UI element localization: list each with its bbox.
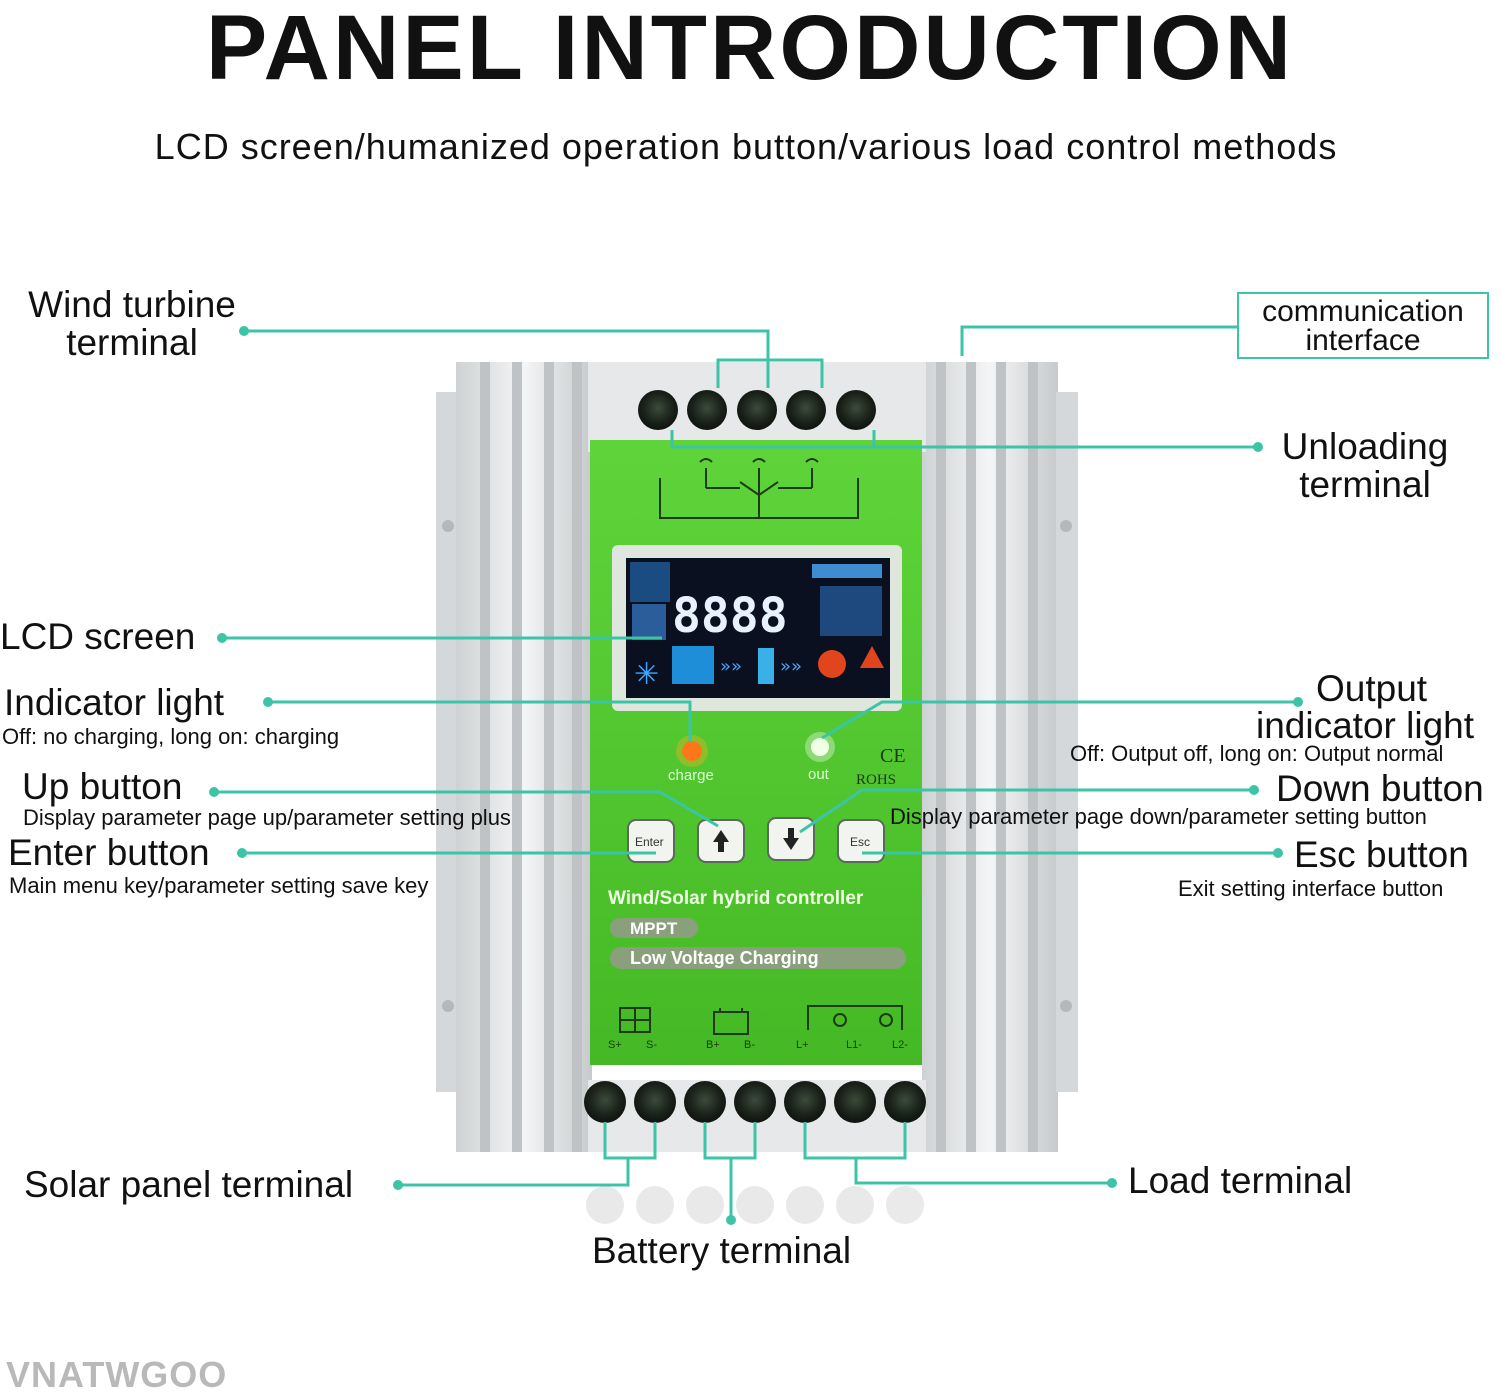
model-line-2: MPPT [630,919,678,938]
up-button-label: Up button [22,766,183,807]
page-subtitle: LCD screen/humanized operation button/va… [154,126,1338,167]
esc-key[interactable]: Esc [837,819,885,863]
esc-button-label: Esc button [1294,834,1469,875]
rohs-mark: ROHS [856,772,896,788]
enter-button-desc: Main menu key/parameter setting save key [9,873,429,898]
load-terminal-label: Load terminal [1128,1160,1353,1201]
wind-turbine-leader [244,329,770,388]
terminal-marking: L1- [846,1039,862,1051]
up-button-desc: Display parameter page up/parameter sett… [23,805,511,830]
controller-housing [436,362,1078,1152]
terminal-marking: B- [744,1039,755,1051]
reflection [586,1186,924,1224]
brand-watermark: VNATWGOO [6,1354,228,1395]
output-indicator-label-2: indicator light [1256,705,1475,746]
enter-key-label: Enter [635,835,664,849]
ce-mark: CE [880,745,906,767]
esc-button-desc: Exit setting interface button [1178,876,1444,901]
bottom-terminals [584,1081,926,1123]
lcd-screen-label: LCD screen [0,616,196,657]
unloading-terminal-label: Unloading terminal [1281,426,1449,505]
leader-lines [214,325,1298,1220]
enter-key[interactable]: Enter [627,819,675,863]
lcd-digits: 8888 [672,588,788,644]
down-button-label: Down button [1276,768,1484,809]
terminal-marking: S- [646,1039,657,1051]
up-button-leader [214,790,719,828]
model-line-1: Wind/Solar hybrid controller [608,888,864,909]
communication-interface-label: communication interface [1237,292,1489,359]
down-key[interactable] [767,817,815,861]
out-led-label: out [808,766,830,783]
indicator-light-desc: Off: no charging, long on: charging [2,724,340,749]
esc-key-label: Esc [850,835,870,849]
output-indicator-desc: Off: Output off, long on: Output normal [1070,741,1444,766]
wind-turbine-label: Wind turbine terminal [28,284,236,363]
communication-leader [960,325,1238,356]
battery-terminal-label: Battery terminal [592,1230,852,1271]
svg-text:»»: »» [780,656,802,677]
terminal-marking: L2- [892,1039,908,1051]
solar-leader [398,1158,630,1187]
terminal-markings: S+ S- B+ B- L+ L1- L2- [608,1039,908,1051]
wind-turbine-symbol [659,458,859,519]
leader-dots [209,326,1303,1225]
output-indicator-label-1: Output [1316,668,1428,709]
terminal-marking: L+ [796,1039,809,1051]
out-led [811,738,829,756]
charge-led [682,741,702,761]
model-line-3: Low Voltage Charging [630,948,819,968]
down-button-desc: Display parameter page down/parameter se… [890,804,1427,829]
svg-text:»»: »» [720,656,742,677]
page-title: PANEL INTRODUCTION [205,0,1295,99]
down-button-leader [799,788,1254,834]
lcd-screen: 8888 »» »» ✳ [612,545,902,711]
top-terminals [638,390,876,430]
front-panel [590,440,922,1065]
load-leader [854,1158,1112,1185]
enter-button-label: Enter button [8,832,210,873]
up-key[interactable] [697,819,745,863]
solar-panel-terminal-label: Solar panel terminal [24,1164,354,1205]
indicator-leader [268,700,692,742]
terminal-icons [619,1005,903,1035]
indicator-light-label: Indicator light [4,682,225,723]
svg-text:✳: ✳ [634,657,659,692]
terminal-marking: B+ [706,1039,720,1051]
terminal-marking: S+ [608,1039,622,1051]
charge-led-label: charge [668,767,714,784]
output-indicator-leader [821,700,1298,740]
